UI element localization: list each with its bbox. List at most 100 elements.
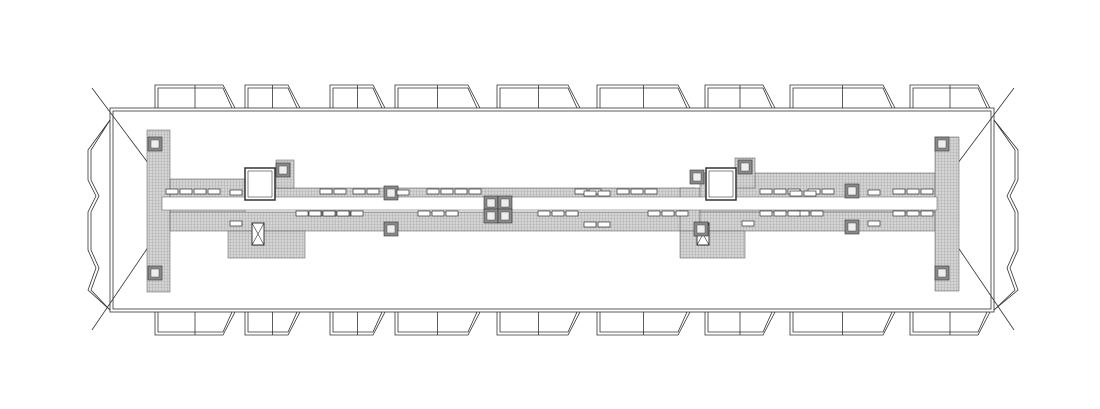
exhaust-fan-core — [150, 139, 160, 149]
skylight-panel — [319, 188, 333, 195]
balcony-bay — [329, 311, 386, 336]
balcony-bay — [154, 84, 236, 109]
exhaust-fan-core — [500, 211, 510, 221]
skylight-panel — [440, 188, 454, 195]
skylight-panel — [165, 188, 179, 195]
skylight-panel — [229, 220, 243, 227]
skylight-panel — [417, 210, 431, 217]
balcony-bay — [909, 84, 991, 109]
skylight-panel — [597, 190, 611, 197]
balcony-bay — [596, 84, 691, 109]
balcony-bay — [596, 311, 691, 336]
balcony-bay — [912, 311, 988, 333]
skylight-panel — [920, 210, 934, 217]
skylight-panel — [565, 210, 579, 217]
skylight-panel — [295, 210, 309, 217]
hatched-walkway — [227, 230, 306, 259]
shaft-box — [244, 167, 276, 201]
balcony-bay — [244, 311, 301, 336]
skylight-panel — [336, 210, 350, 217]
roof-edge — [109, 107, 995, 313]
shaft-box-inner — [708, 170, 734, 198]
side-bay — [993, 119, 1016, 311]
exhaust-fan-core — [847, 186, 857, 196]
skylight-panel — [741, 220, 755, 227]
balcony-bay — [499, 311, 578, 333]
skylight-panel — [644, 188, 658, 195]
balcony-bay — [704, 311, 776, 336]
skylight-panel — [759, 210, 773, 217]
skylight-panel — [352, 188, 366, 195]
balcony-bay — [707, 87, 773, 109]
hatched-walkway — [934, 136, 960, 292]
exhaust-fan-core — [386, 188, 396, 198]
balcony-bay — [704, 84, 776, 109]
exhaust-fan-core — [692, 172, 702, 182]
balcony-bay — [394, 84, 481, 109]
balcony-bay — [789, 84, 896, 109]
balcony-bay — [792, 87, 893, 109]
balcony-bay — [397, 311, 478, 333]
skylight-panel — [207, 188, 221, 195]
skylight-panel — [366, 188, 380, 195]
skylight-panel — [661, 210, 675, 217]
exhaust-fan-core — [696, 224, 706, 234]
skylight-panel — [350, 210, 364, 217]
balcony-bay — [157, 87, 233, 109]
skylight-panel — [906, 188, 920, 195]
exhaust-fan-core — [937, 268, 947, 278]
balcony-bay — [329, 84, 386, 109]
shaft-box — [705, 167, 737, 201]
balcony-bay — [789, 311, 896, 336]
skylight-panel — [179, 188, 193, 195]
balcony-bay — [394, 311, 481, 336]
skylight-panel — [787, 210, 801, 217]
skylight-panel — [551, 210, 565, 217]
skylight-panel — [906, 210, 920, 217]
skylight-panel — [789, 190, 803, 197]
balcony-bay — [912, 87, 988, 109]
skylight-panel — [333, 188, 347, 195]
skylight-panel — [675, 210, 689, 217]
skylight-panel — [322, 210, 336, 217]
balcony-bay — [496, 311, 581, 336]
skylight-panel — [630, 188, 644, 195]
balcony-bay — [244, 84, 301, 109]
corridor-strip — [161, 196, 938, 211]
balcony-bay — [247, 311, 298, 333]
skylight-panel — [193, 188, 207, 195]
balcony-bay — [397, 87, 478, 109]
shaft-box-inner — [247, 170, 273, 198]
skylight-panel — [892, 188, 906, 195]
roof-edge-inner — [112, 110, 992, 310]
balcony-bay — [157, 311, 233, 333]
exhaust-fan-core — [500, 198, 510, 208]
skylight-panel — [445, 210, 459, 217]
balcony-bay — [496, 84, 581, 109]
skylight-panel — [616, 188, 630, 195]
skylight-panel — [426, 188, 440, 195]
skylight-panel — [308, 210, 322, 217]
exhaust-fan-core — [486, 211, 496, 221]
rooftop-units — [147, 136, 950, 281]
skylight-panel — [867, 189, 881, 196]
skylight-panel — [468, 188, 482, 195]
exhaust-fan-core — [278, 165, 288, 175]
skylight-panel — [597, 221, 611, 228]
skylight-panel — [647, 210, 661, 217]
skylight-panel — [867, 220, 881, 227]
balcony-bay — [792, 311, 893, 333]
skylight-panel — [892, 210, 906, 217]
skylight-panel — [920, 188, 934, 195]
balcony-bay — [499, 87, 578, 109]
skylight-panel — [821, 188, 835, 195]
balcony-bay — [599, 87, 688, 109]
skylight-panel — [759, 188, 773, 195]
building-outline — [87, 84, 1019, 336]
exhaust-fan-core — [937, 139, 947, 149]
exhaust-fan-core — [486, 198, 496, 208]
exhaust-fan-core — [740, 162, 750, 172]
hatch-x-icon — [251, 222, 265, 246]
side-bay — [993, 119, 1019, 311]
skylight-panel — [537, 210, 551, 217]
